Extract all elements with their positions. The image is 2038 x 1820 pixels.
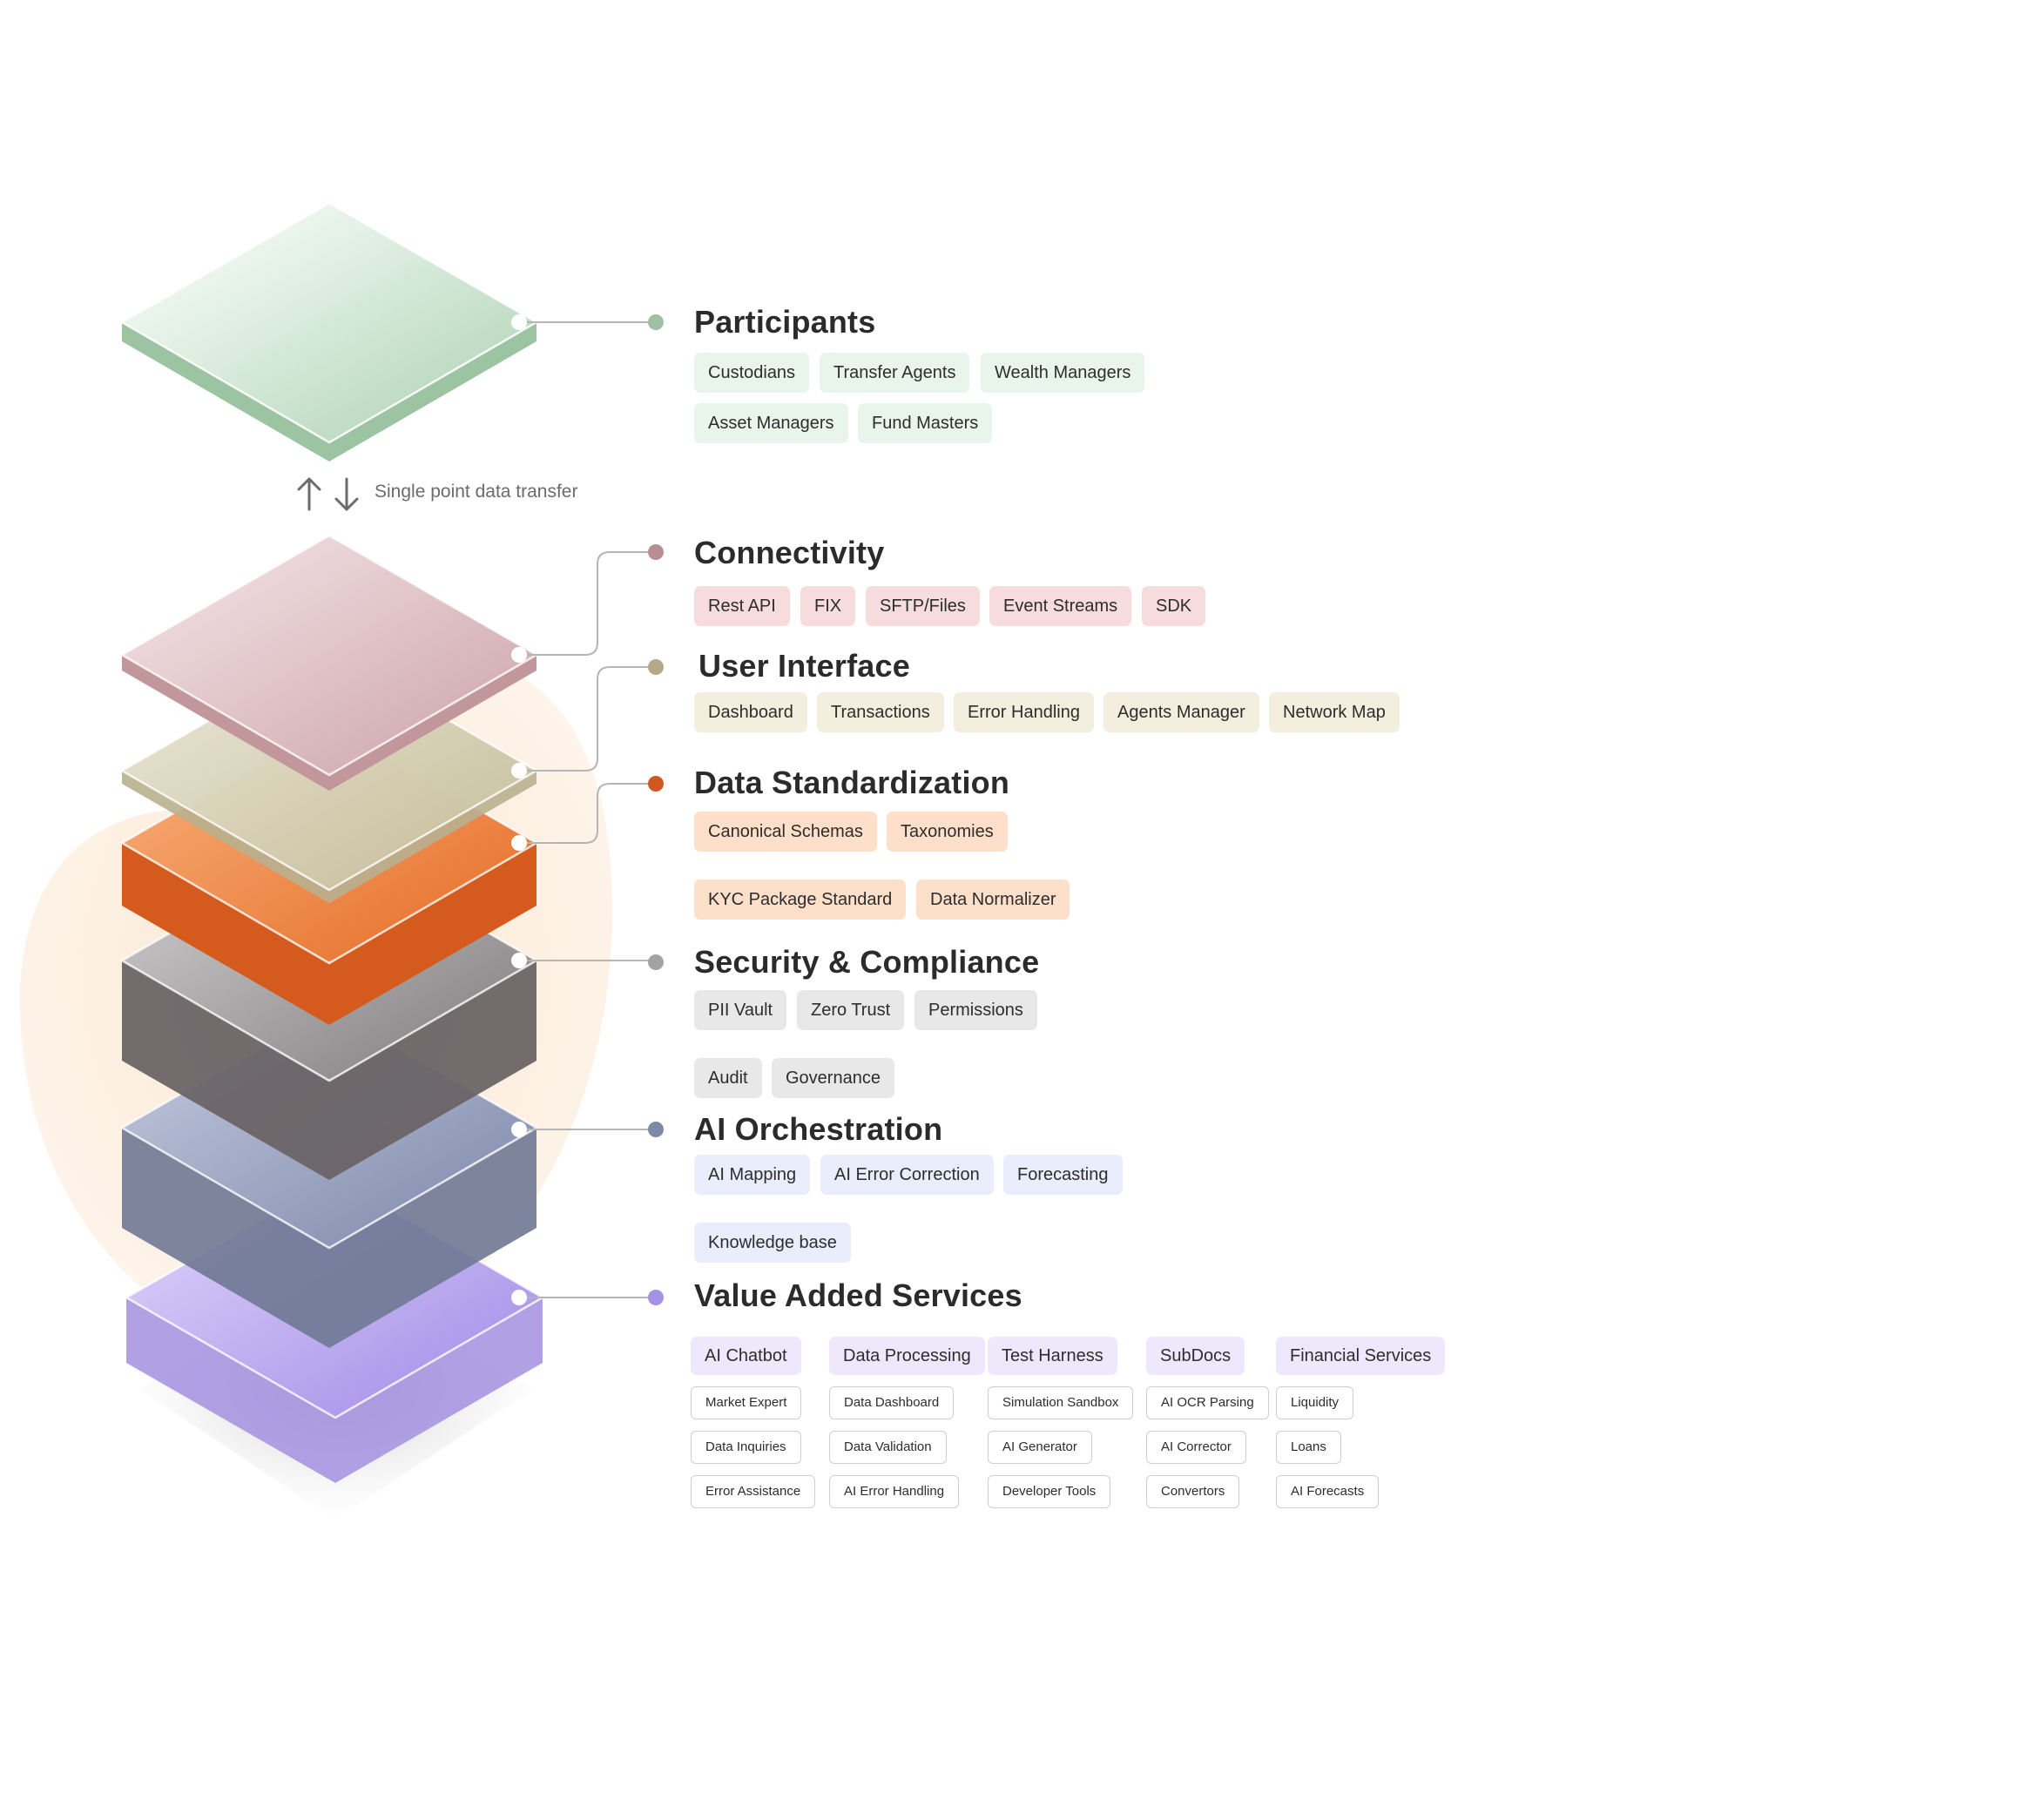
service-tag[interactable]: SubDocs — [1146, 1337, 1245, 1375]
tag-participants[interactable]: Asset Managers — [694, 403, 848, 443]
tag-data_standardization[interactable]: Taxonomies — [887, 812, 1008, 852]
service-subtag[interactable]: Error Assistance — [691, 1475, 816, 1508]
service-tag[interactable]: Data Processing — [829, 1337, 985, 1375]
anchor-dot — [511, 953, 527, 968]
tag-user_interface[interactable]: Agents Manager — [1103, 692, 1259, 732]
service-subtag[interactable]: Data Validation — [829, 1431, 947, 1464]
tag-data_standardization[interactable]: KYC Package Standard — [694, 880, 907, 920]
service-tag[interactable]: Test Harness — [988, 1337, 1117, 1375]
transfer-label: Single point data transfer — [375, 482, 578, 502]
tag-user_interface[interactable]: Network Map — [1269, 692, 1400, 732]
tag-user_interface[interactable]: Transactions — [817, 692, 944, 732]
section-title-value_added: Value Added Services — [694, 1277, 1022, 1313]
service-subtag[interactable]: AI Corrector — [1146, 1431, 1246, 1464]
tag-connectivity[interactable]: Rest API — [694, 586, 790, 626]
service-tag[interactable]: AI Chatbot — [691, 1337, 801, 1375]
service-subtag[interactable]: AI Forecasts — [1276, 1475, 1380, 1508]
service-subtag[interactable]: Data Inquiries — [691, 1431, 801, 1464]
tag-data_standardization[interactable]: Canonical Schemas — [694, 812, 877, 852]
section-dot-participants — [648, 314, 664, 330]
section-dot-data_standardization — [648, 776, 664, 792]
section-dot-user_interface — [648, 659, 664, 675]
tag-ai_orchestration[interactable]: AI Error Correction — [820, 1155, 994, 1195]
tag-data_standardization[interactable]: Data Normalizer — [916, 880, 1070, 920]
service-subtag[interactable]: Liquidity — [1276, 1386, 1354, 1419]
tag-user_interface[interactable]: Dashboard — [694, 692, 807, 732]
service-subtag[interactable]: Data Dashboard — [829, 1386, 955, 1419]
tag-participants[interactable]: Wealth Managers — [981, 353, 1145, 393]
tag-security[interactable]: Audit — [694, 1058, 762, 1098]
section-title-data_standardization: Data Standardization — [694, 765, 1010, 800]
tag-participants[interactable]: Custodians — [694, 353, 810, 393]
service-subtag[interactable]: AI Generator — [988, 1431, 1092, 1464]
service-subtag[interactable]: Convertors — [1146, 1475, 1240, 1508]
tag-security[interactable]: Governance — [772, 1058, 894, 1098]
tag-security[interactable]: Zero Trust — [797, 990, 905, 1030]
section-dot-connectivity — [648, 544, 664, 560]
section-dot-security — [648, 954, 664, 970]
service-subtag[interactable]: AI Error Handling — [829, 1475, 960, 1508]
tag-connectivity[interactable]: FIX — [800, 586, 856, 626]
section-title-ai_orchestration: AI Orchestration — [694, 1111, 943, 1147]
section-title-participants: Participants — [694, 304, 876, 340]
tag-connectivity[interactable]: Event Streams — [989, 586, 1132, 626]
section-dot-value_added — [648, 1290, 664, 1305]
section-dot-ai_orchestration — [648, 1122, 664, 1137]
anchor-dot — [511, 1290, 527, 1305]
anchor-dot — [511, 314, 527, 330]
connector-lines — [519, 321, 662, 1298]
anchor-dot — [511, 1122, 527, 1137]
layer-participants — [119, 201, 539, 462]
section-title-connectivity: Connectivity — [694, 535, 885, 570]
section-title-user_interface: User Interface — [698, 648, 910, 684]
anchor-dot — [511, 835, 527, 851]
service-subtag[interactable]: Loans — [1276, 1431, 1341, 1464]
tag-ai_orchestration[interactable]: Forecasting — [1003, 1155, 1123, 1195]
service-subtag[interactable]: Market Expert — [691, 1386, 802, 1419]
service-tag[interactable]: Financial Services — [1276, 1337, 1446, 1375]
tag-participants[interactable]: Fund Masters — [858, 403, 993, 443]
tag-user_interface[interactable]: Error Handling — [954, 692, 1094, 732]
tag-security[interactable]: PII Vault — [694, 990, 787, 1030]
anchor-dot — [511, 763, 527, 779]
layer-connectivity — [119, 534, 539, 791]
service-subtag[interactable]: Simulation Sandbox — [988, 1386, 1134, 1419]
tag-participants[interactable]: Transfer Agents — [820, 353, 970, 393]
tag-connectivity[interactable]: SFTP/Files — [866, 586, 980, 626]
tag-ai_orchestration[interactable]: Knowledge base — [694, 1223, 851, 1263]
layer-anchor-dots — [511, 314, 527, 1305]
transfer-arrows-icon — [297, 477, 359, 511]
tag-security[interactable]: Permissions — [914, 990, 1037, 1030]
service-subtag[interactable]: Developer Tools — [988, 1475, 1111, 1508]
tag-ai_orchestration[interactable]: AI Mapping — [694, 1155, 811, 1195]
section-title-security: Security & Compliance — [694, 944, 1040, 980]
tag-connectivity[interactable]: SDK — [1142, 586, 1206, 626]
anchor-dot — [511, 647, 527, 663]
service-subtag[interactable]: AI OCR Parsing — [1146, 1386, 1269, 1419]
